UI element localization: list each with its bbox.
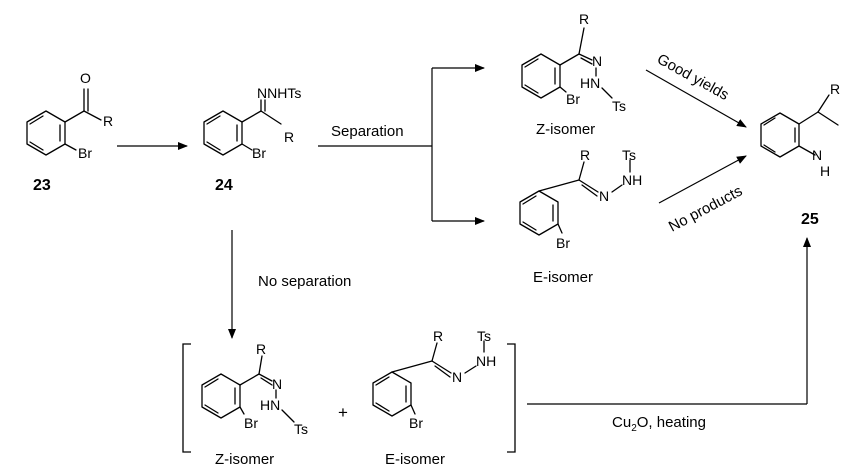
atom-NH: NH	[622, 172, 642, 188]
benzene-ring	[203, 110, 243, 156]
z-isomer-top: R N HN Ts Br Z-isomer	[521, 11, 626, 138]
atom-Br: Br	[566, 91, 580, 107]
pyrazole-bond-n	[817, 111, 839, 126]
r-bond	[431, 342, 438, 362]
z-isomer-label: Z-isomer	[215, 451, 274, 467]
br-bond	[557, 223, 563, 234]
z-isomer-label: Z-isomer	[536, 121, 595, 138]
left-bracket	[182, 343, 191, 453]
benzene-ring	[201, 373, 241, 419]
atom-HN: HN	[580, 75, 600, 91]
imine-double-bond	[578, 179, 599, 193]
atom-HN: HN	[260, 397, 280, 413]
imine-carbon-bond	[559, 53, 580, 66]
imine-double-bond-2	[434, 365, 451, 378]
imine-double-bond-2	[580, 57, 593, 65]
e-isomer-label: E-isomer	[533, 269, 593, 286]
imine-carbon-bond	[538, 179, 580, 192]
imine-carbon-bond	[239, 373, 260, 386]
e-isomer-top: R Ts N NH Br E-isomer	[519, 147, 642, 286]
imine-carbon-bond	[391, 360, 433, 373]
r-bond	[83, 110, 102, 121]
benzene-ring	[521, 53, 561, 99]
atom-N: N	[452, 369, 462, 385]
arrow-e-to-25	[658, 155, 747, 204]
n-nh-bond	[464, 365, 477, 374]
br-bond	[410, 404, 416, 415]
atom-R: R	[830, 81, 840, 97]
plus-sign: +	[338, 403, 348, 422]
atom-Br: Br	[556, 235, 570, 251]
br-bond	[239, 406, 245, 415]
r-bond	[578, 161, 585, 181]
benzene-ring	[26, 110, 66, 156]
imine-double-bond	[431, 360, 452, 374]
atom-Br: Br	[78, 145, 92, 161]
imine-carbon-bond	[241, 110, 262, 123]
no-separation-label: No separation	[258, 273, 351, 290]
compound-number-23: 23	[33, 177, 51, 194]
z-isomer-bottom: R N HN Ts Br Z-isomer	[201, 341, 308, 467]
atom-O: O	[80, 70, 91, 86]
compound-24: NNHTs R Br 24	[203, 85, 301, 194]
atom-N: N	[812, 147, 822, 163]
atom-Ts: Ts	[294, 421, 308, 437]
r-bond	[578, 27, 585, 55]
e-isomer-label: E-isomer	[385, 451, 445, 467]
arrow-z-to-25	[645, 69, 747, 128]
atom-R: R	[580, 147, 590, 163]
benzene-ring	[519, 190, 559, 236]
atom-N: N	[599, 188, 609, 204]
benzene-ring	[372, 371, 412, 417]
r-bond	[260, 110, 282, 125]
compound-25: R N H 25	[760, 81, 840, 228]
carbonyl-carbon-bond	[64, 110, 85, 123]
atom-NH: NH	[476, 353, 496, 369]
pyrazole-bond-c3	[798, 111, 819, 125]
benzene-ring	[760, 112, 800, 158]
imine-double-bond	[258, 373, 273, 382]
atom-Br: Br	[409, 415, 423, 431]
atom-N: N	[592, 53, 602, 69]
atom-R: R	[433, 328, 443, 344]
atom-NNHTs: NNHTs	[257, 85, 301, 101]
imine-double-bond-2	[581, 184, 598, 197]
no-products-label: No products	[666, 183, 745, 236]
atom-Br: Br	[244, 415, 258, 431]
br-bond	[241, 143, 253, 151]
atom-Ts: Ts	[622, 147, 636, 163]
e-isomer-bottom: R Ts N NH Br E-isomer	[372, 328, 496, 467]
imine-double-bond-2	[260, 377, 273, 386]
cu2o-heating-label: Cu2O, heating	[612, 414, 706, 434]
compound-23: O R Br 23	[26, 70, 113, 194]
r-bond	[817, 94, 830, 113]
good-yields-label: Good yields	[654, 51, 732, 104]
compound-number-25: 25	[801, 211, 819, 228]
atom-R: R	[103, 113, 113, 129]
right-bracket	[507, 343, 516, 453]
pyrazole-bond-nh	[798, 145, 816, 156]
atom-R: R	[256, 341, 266, 357]
n-ts-bond	[281, 409, 295, 423]
r-bond	[258, 355, 263, 375]
br-bond	[64, 143, 77, 151]
atom-R: R	[579, 11, 589, 27]
atom-Br: Br	[252, 145, 266, 161]
atom-R: R	[284, 129, 294, 145]
atom-N: N	[272, 376, 282, 392]
atom-Ts: Ts	[612, 98, 626, 114]
n-nh-bond	[611, 184, 623, 193]
br-bond	[559, 86, 567, 93]
compound-number-24: 24	[215, 177, 233, 194]
separation-label: Separation	[331, 123, 404, 140]
atom-Ts: Ts	[477, 328, 491, 344]
atom-H: H	[820, 163, 830, 179]
n-ts-bond	[601, 87, 613, 99]
imine-double-bond	[578, 53, 593, 61]
